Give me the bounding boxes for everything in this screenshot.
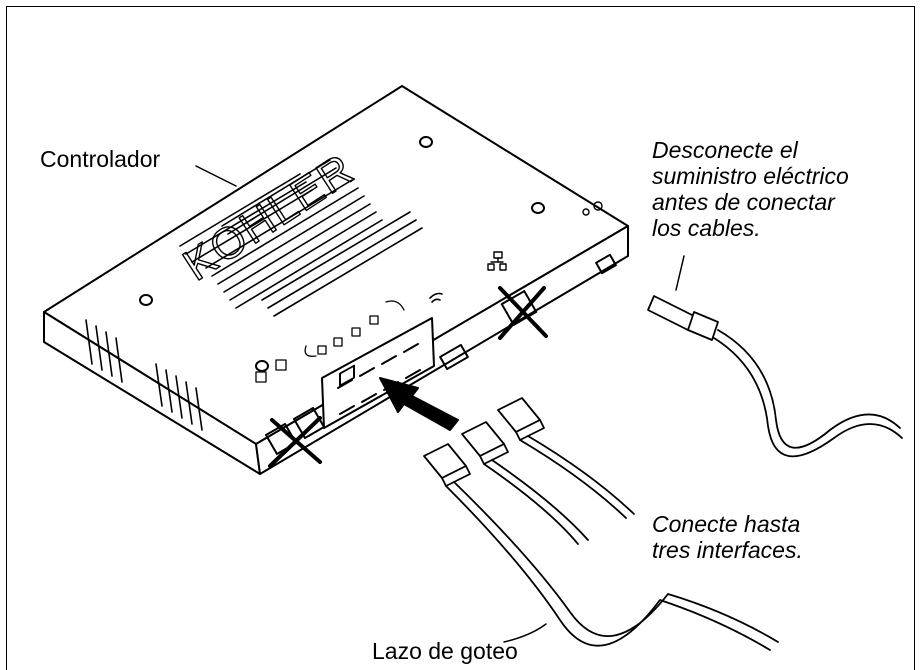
cable-plug <box>497 397 545 441</box>
screw-hole <box>419 136 433 148</box>
side-vents <box>85 319 203 431</box>
port-legend-icons <box>255 300 405 383</box>
x-mark-icon <box>268 286 548 468</box>
leader-line-drip <box>503 623 547 643</box>
cable-plug <box>461 421 509 465</box>
disconnect-warning-label: Desconecte el suministro eléctrico antes… <box>652 137 912 241</box>
disconnect-line: los cables. <box>652 215 761 241</box>
connect-interfaces-label: Conecte hasta tres interfaces. <box>652 511 892 563</box>
network-cables <box>423 397 779 651</box>
leader-line-disconnect <box>675 255 685 291</box>
disconnect-line: suministro eléctrico <box>652 163 849 189</box>
screw-hole <box>255 360 269 372</box>
cable-plug <box>423 443 471 487</box>
network-icon <box>487 251 507 271</box>
top-vent-slots <box>179 159 423 317</box>
leader-line-controller <box>195 165 237 187</box>
power-cable <box>647 295 903 458</box>
power-jack <box>595 253 617 275</box>
arrow-icon <box>379 377 459 431</box>
drip-loop-label: Lazo de goteo <box>372 638 518 664</box>
screw-hole <box>139 294 153 306</box>
connect-line: tres interfaces. <box>652 537 803 563</box>
screw-holes <box>139 136 545 372</box>
rj45-port-block <box>321 317 435 429</box>
figure-frame <box>6 6 915 670</box>
disconnect-line: antes de conectar <box>652 189 835 215</box>
disconnect-line: Desconecte el <box>652 137 798 163</box>
wifi-icon <box>429 292 443 303</box>
power-icon <box>582 201 603 216</box>
controller-device: KOHLER <box>43 85 629 475</box>
screw-hole <box>531 202 545 214</box>
connect-line: Conecte hasta <box>652 511 801 537</box>
controller-label: Controlador <box>40 146 161 172</box>
usb-port <box>439 343 469 371</box>
